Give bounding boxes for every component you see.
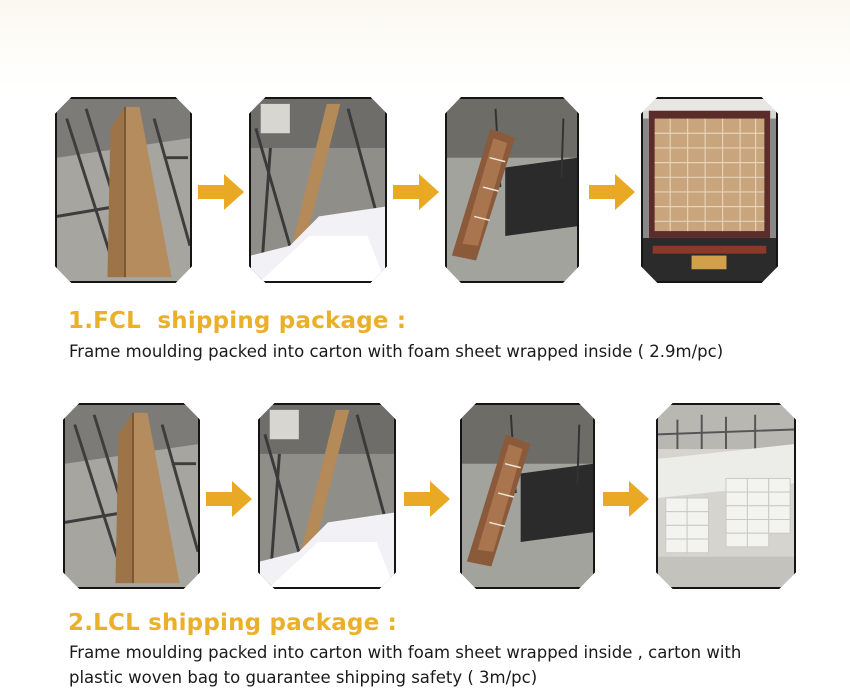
arrow-right-icon (393, 172, 439, 212)
carton-corner-photo (63, 403, 200, 589)
arrow-right-icon (404, 479, 450, 519)
arrow-right-icon (603, 479, 649, 519)
foam-wrap-photo (258, 403, 396, 589)
carton-corner-photo (55, 97, 192, 283)
lcl-heading: 2.LCL shipping package : (68, 610, 398, 636)
arrow-right-icon (589, 172, 635, 212)
woven-bag-stack-photo (656, 403, 796, 589)
arrow-right-icon (198, 172, 244, 212)
container-loaded-photo (641, 97, 778, 283)
lcl-caption: Frame moulding packed into carton with f… (69, 643, 742, 687)
fcl-caption: Frame moulding packed into carton with f… (69, 342, 724, 361)
foam-wrap-photo (249, 97, 387, 283)
arrow-right-icon (206, 479, 252, 519)
fcl-heading: 1.FCL shipping package : (68, 308, 407, 334)
top-background-fade (0, 0, 850, 90)
wrapped-bundle-photo (445, 97, 579, 283)
wrapped-bundle-photo (460, 403, 595, 589)
